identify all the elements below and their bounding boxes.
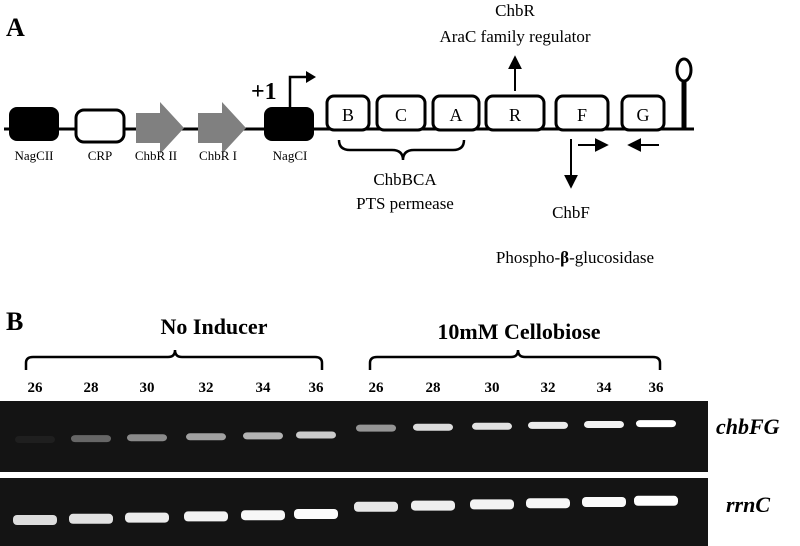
- chbr-description: AraC family regulator: [439, 27, 590, 46]
- gel-band: [413, 423, 453, 431]
- gel-band: [356, 424, 396, 432]
- cycle-label: 28: [426, 380, 441, 396]
- gene-a-label: A: [450, 105, 463, 125]
- chbf-description: Phospho-β-glucosidase: [496, 248, 654, 267]
- group-label-no-inducer: No Inducer: [161, 314, 268, 339]
- gene-g-box: [620, 94, 666, 132]
- panel-a-label: A: [6, 13, 25, 42]
- nagcii-label: NagCII: [15, 148, 54, 163]
- bands-rrnc: [13, 495, 678, 525]
- cycle-label: 26: [369, 380, 385, 396]
- gel-band: [296, 431, 336, 439]
- chbbca-bracket: [337, 139, 466, 161]
- chbf-desc-beta: β: [560, 248, 569, 267]
- chbr-ii-site: [136, 102, 184, 154]
- chbbca-title: ChbBCA: [373, 170, 437, 189]
- gel-band: [125, 512, 169, 523]
- bracket-no-inducer: [24, 349, 324, 370]
- gene-b-box: [325, 94, 371, 132]
- gel-band: [13, 515, 57, 525]
- gene-c-box: [375, 94, 427, 132]
- gel-label-chbfg: chbFG: [716, 414, 780, 439]
- gel-band: [354, 501, 398, 512]
- tss-arrow-line: [288, 75, 308, 107]
- chbr-i-site: [198, 102, 246, 154]
- chbf-desc-prefix: Phospho-: [496, 248, 561, 267]
- gel-band: [184, 511, 228, 522]
- chbr-title: ChbR: [495, 1, 535, 20]
- gel-band: [294, 509, 338, 519]
- tss-plus-one: +1: [251, 79, 277, 105]
- gel-chbfg: [0, 401, 708, 472]
- nagci-site: [264, 107, 314, 141]
- gene-b-label: B: [342, 105, 354, 125]
- gel-band: [526, 498, 570, 509]
- gel-band: [472, 422, 512, 430]
- cycle-label: 36: [309, 380, 325, 396]
- gene-f-label: F: [577, 105, 587, 125]
- gel-band: [411, 500, 455, 511]
- gene-g-label: G: [637, 105, 650, 125]
- gel-band: [470, 499, 514, 510]
- gel-band: [69, 513, 113, 524]
- cycle-labels: 26 28 30 32 34 36 26 28 30 32 34 36: [28, 380, 665, 396]
- crp-site: [74, 108, 126, 144]
- cycle-label: 32: [541, 380, 556, 396]
- chbf-desc-suffix: -glucosidase: [569, 248, 654, 267]
- chbbca-description: PTS permease: [356, 194, 454, 213]
- gel-band: [582, 497, 626, 507]
- tss-arrowhead: [306, 71, 316, 83]
- nagcii-site: [9, 107, 59, 141]
- gel-band: [528, 421, 568, 429]
- gel-band: [186, 433, 226, 441]
- bands-chbfg: [15, 420, 676, 443]
- cycle-label: 34: [256, 380, 272, 396]
- gel-band: [243, 432, 283, 440]
- cycle-label: 30: [140, 380, 155, 396]
- terminator-loop: [675, 57, 693, 83]
- nagci-label: NagCI: [273, 148, 308, 163]
- cycle-label: 32: [199, 380, 214, 396]
- chbf-title: ChbF: [552, 203, 590, 222]
- cycle-label: 26: [28, 380, 44, 396]
- gene-a-box: [431, 94, 481, 132]
- group-label-cellobiose: 10mM Cellobiose: [437, 319, 600, 344]
- panel-b-label: B: [6, 307, 23, 336]
- gel-band: [15, 436, 55, 443]
- gel-band: [634, 495, 678, 506]
- cycle-label: 30: [485, 380, 500, 396]
- cycle-label: 28: [84, 380, 99, 396]
- gene-c-label: C: [395, 105, 407, 125]
- gel-band: [127, 434, 167, 442]
- cycle-label: 34: [597, 380, 613, 396]
- chbr-i-label: ChbR I: [199, 148, 237, 163]
- gel-band: [71, 435, 111, 443]
- cycle-label: 36: [649, 380, 665, 396]
- gel-band: [636, 420, 676, 428]
- gel-rrnc: [0, 478, 708, 546]
- bracket-cellobiose: [368, 349, 662, 370]
- crp-label: CRP: [88, 148, 113, 163]
- gene-r-box: [484, 94, 546, 132]
- gene-r-label: R: [509, 105, 521, 125]
- gel-band: [241, 510, 285, 521]
- chbr-ii-label: ChbR II: [135, 148, 177, 163]
- gene-f-box: [554, 94, 610, 132]
- gel-label-rrnc: rrnC: [726, 492, 770, 517]
- gel-band: [584, 421, 624, 428]
